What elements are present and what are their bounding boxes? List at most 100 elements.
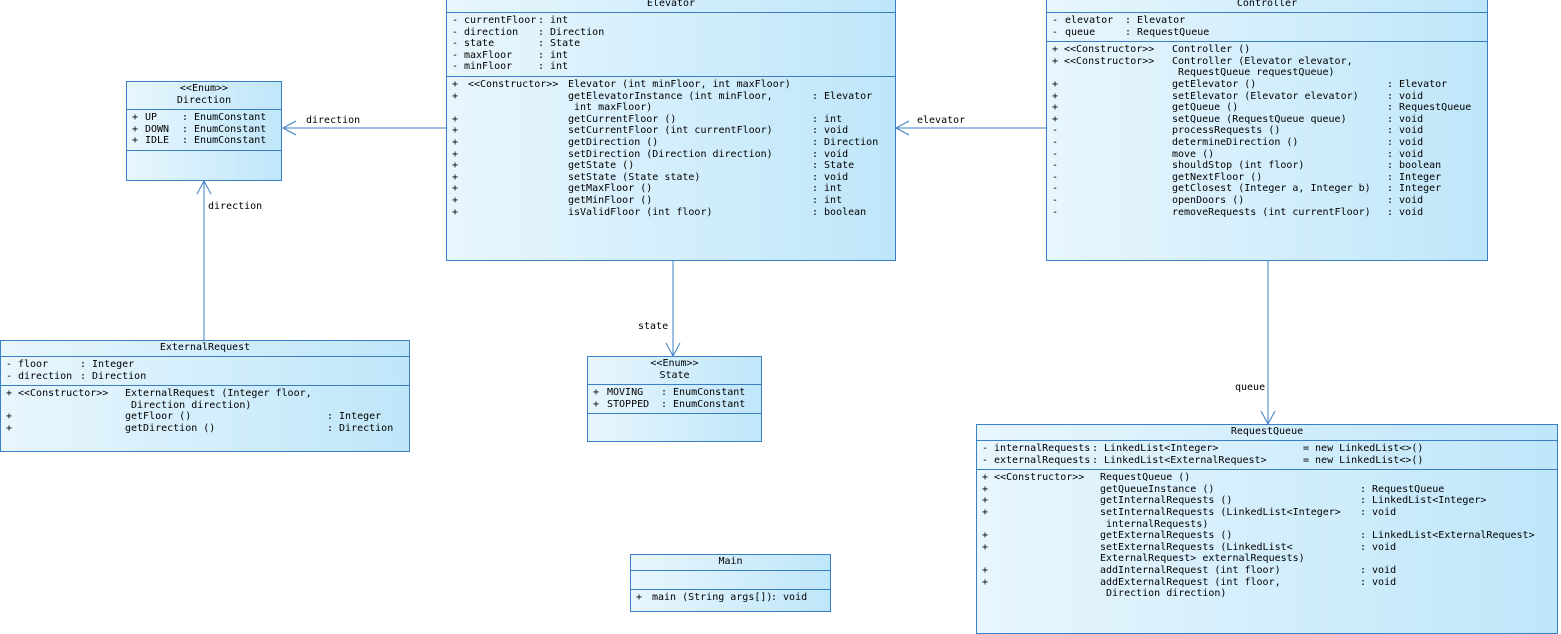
method-row: +getDirection (): Direction <box>447 137 895 149</box>
return-type: : LinkedList<ExternalRequest> <box>1360 530 1535 542</box>
attribute-row: -elevator: Elevator <box>1047 15 1487 27</box>
visibility: + <box>452 136 459 148</box>
attribute-name: floor <box>18 359 49 370</box>
method-row: +getState (): State <box>447 160 895 172</box>
return-type: : boolean <box>812 206 867 218</box>
methods-section <box>127 151 281 171</box>
return-type: : void <box>812 125 849 137</box>
attribute-name: direction <box>464 26 519 38</box>
class-name: Direction <box>176 95 232 106</box>
visibility: - <box>1052 183 1059 195</box>
enum-direction[interactable]: <<Enum>> Direction +UP: EnumConstant+DOW… <box>126 81 282 181</box>
return-type: : Integer <box>327 411 382 423</box>
return-type: : void <box>771 592 808 603</box>
method-row: -removeRequests (int currentFloor): void <box>1047 207 1487 219</box>
attribute-name: minFloor <box>464 61 513 73</box>
method-row: +main (String args[]): void <box>631 592 830 604</box>
stereotype: <<Enum>> <box>650 358 699 369</box>
method-signature: addInternalRequest (int floor) <box>1100 564 1281 576</box>
method-signature: move () <box>1172 148 1215 160</box>
attribute-row: -minFloor: int <box>447 61 895 73</box>
visibility: - <box>1052 206 1059 218</box>
return-type: : LinkedList<Integer> <box>1360 495 1487 507</box>
method-row: +getQueueInstance (): RequestQueue <box>977 484 1557 496</box>
method-row: +getQueue (): RequestQueue <box>1047 102 1487 114</box>
attribute-name: internalRequests <box>994 443 1091 454</box>
method-signature: determineDirection () <box>1172 136 1299 148</box>
visibility: - <box>1052 171 1059 183</box>
visibility: - <box>6 359 13 370</box>
class-external-request[interactable]: ExternalRequest -floor: Integer-directio… <box>0 340 410 452</box>
visibility: + <box>6 388 13 400</box>
method-signature: RequestQueue requestQueue) <box>1172 67 1335 79</box>
visibility: + <box>452 160 459 172</box>
method-row: +getElevatorInstance (int minFloor,: Ele… <box>447 91 895 103</box>
method-signature: getDirection () <box>125 422 216 434</box>
return-type: : RequestQueue <box>1360 483 1445 495</box>
attribute-type: : int <box>538 15 569 26</box>
visibility: + <box>452 171 459 183</box>
method-row: RequestQueue requestQueue) <box>1047 67 1487 79</box>
attribute-type: : LinkedList<Integer> <box>1092 443 1219 454</box>
method-signature: setExternalRequests (LinkedList< <box>1100 541 1293 553</box>
attribute-row: +MOVING: EnumConstant <box>588 387 761 399</box>
return-type: : int <box>812 113 843 125</box>
attribute-row: -floor: Integer <box>1 359 409 371</box>
method-row: +<<Constructor>>Controller (Elevator ele… <box>1047 56 1487 68</box>
visibility: + <box>1052 44 1059 56</box>
return-type: : void <box>1387 113 1424 125</box>
class-controller[interactable]: Controller -elevator: Elevator-queue: Re… <box>1046 0 1488 261</box>
attribute-row: -state: State <box>447 38 895 50</box>
return-type: : Integer <box>1387 171 1442 183</box>
attribute-name: STOPPED <box>607 398 650 410</box>
class-name: RequestQueue <box>1230 426 1304 437</box>
method-signature: isValidFloor (int floor) <box>568 206 713 218</box>
class-elevator[interactable]: Elevator -currentFloor: int-direction: D… <box>446 0 896 261</box>
label-external-direction: direction <box>208 201 263 212</box>
attribute-type: : RequestQueue <box>1125 26 1210 38</box>
visibility: + <box>6 422 13 434</box>
enum-direction-header: <<Enum>> Direction <box>127 82 281 110</box>
visibility: + <box>452 113 459 125</box>
attribute-row: -currentFloor: int <box>447 15 895 27</box>
return-type: : void <box>1360 506 1397 518</box>
stereotype: <<Constructor>> <box>1064 44 1155 56</box>
visibility: + <box>452 206 459 218</box>
attribute-name: direction <box>18 370 73 382</box>
return-type: : boolean <box>1387 160 1442 172</box>
attribute-type: : State <box>538 38 581 50</box>
method-signature: setState (State state) <box>568 171 701 183</box>
method-row: +addExternalRequest (int floor,: void <box>977 577 1557 589</box>
method-signature: getQueue () <box>1172 102 1239 114</box>
visibility: + <box>982 483 989 495</box>
stereotype: <<Constructor>> <box>1064 55 1155 67</box>
label-elevator-state: state <box>638 321 669 332</box>
attribute-row: +STOPPED: EnumConstant <box>588 399 761 411</box>
return-type: : void <box>1387 125 1424 137</box>
class-request-queue[interactable]: RequestQueue -internalRequests: LinkedLi… <box>976 424 1558 634</box>
return-type: : int <box>812 183 843 195</box>
method-row: +getFloor (): Integer <box>1 411 409 423</box>
attribute-name: maxFloor <box>464 49 513 61</box>
visibility: + <box>452 78 459 90</box>
method-signature: shouldStop (int floor) <box>1172 160 1305 172</box>
attributes-section: -internalRequests: LinkedList<Integer>= … <box>977 441 1557 471</box>
class-main[interactable]: Main +main (String args[]): void <box>630 554 831 612</box>
label-controller-queue: queue <box>1235 382 1266 393</box>
attribute-type: : int <box>538 49 569 61</box>
attribute-type: : Elevator <box>1125 15 1186 26</box>
enum-state[interactable]: <<Enum>> State +MOVING: EnumConstant+STO… <box>587 356 762 442</box>
attributes-section: +UP: EnumConstant+DOWN: EnumConstant+IDL… <box>127 110 281 151</box>
attribute-row: -internalRequests: LinkedList<Integer>= … <box>977 443 1557 455</box>
visibility: + <box>982 472 989 484</box>
attributes-section: -floor: Integer-direction: Direction <box>1 357 409 387</box>
method-signature: getFloor () <box>125 411 192 423</box>
class-name: Main <box>718 556 743 567</box>
attribute-row: +UP: EnumConstant <box>127 112 281 124</box>
method-row: +setExternalRequests (LinkedList<: void <box>977 542 1557 554</box>
method-row: ExternalRequest> externalRequests) <box>977 553 1557 565</box>
attribute-name: currentFloor <box>464 15 537 26</box>
method-row: -shouldStop (int floor): boolean <box>1047 160 1487 172</box>
attribute-type: : EnumConstant <box>182 112 267 123</box>
method-signature: main (String args[]) <box>652 592 773 603</box>
